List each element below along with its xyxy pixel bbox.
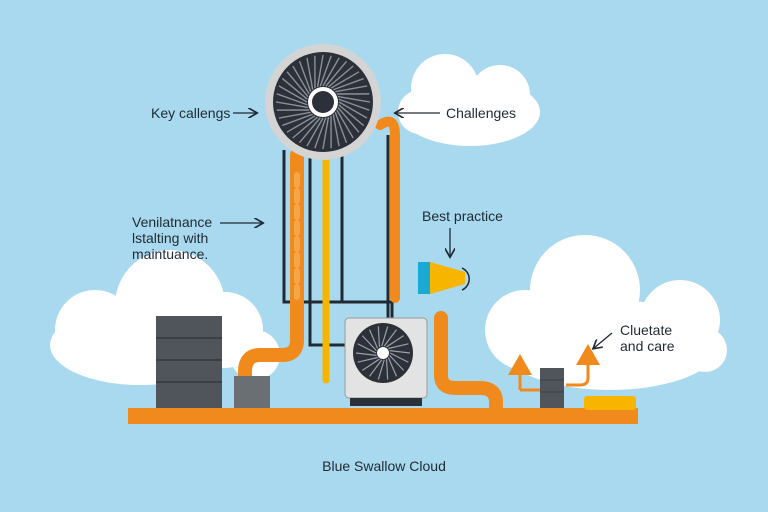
challenges-label: Challenges: [446, 105, 517, 121]
fan-blade: [368, 329, 379, 349]
label-arrows: [220, 113, 613, 348]
fan-blade: [276, 93, 308, 106]
server-cabinet-icon: [156, 316, 222, 408]
fan-blade: [333, 77, 364, 91]
fan-blade: [278, 85, 308, 103]
cloud-right: [485, 235, 727, 390]
fan-blade: [298, 117, 321, 144]
fan-blade: [306, 117, 324, 147]
fan-blade: [328, 65, 354, 88]
fan-blade: [292, 65, 310, 95]
fan-blade: [316, 54, 324, 88]
fan-blade: [334, 112, 348, 143]
fan-blade: [357, 343, 377, 354]
fan-blade: [381, 326, 389, 347]
small-cabinet-icon: [540, 368, 564, 408]
small-box: [234, 376, 270, 408]
fan-blade: [330, 71, 360, 89]
ac-unit-icon: [344, 317, 428, 406]
cone-speaker-icon: [418, 262, 470, 294]
orange-pipes: [238, 116, 503, 415]
fan-blade: [319, 55, 332, 87]
key-challenges-label: Key callengs: [151, 105, 231, 121]
fan-blade: [325, 60, 348, 87]
cloud-top-right: [398, 54, 540, 146]
fan-blade: [337, 95, 371, 103]
fan-blade: [282, 113, 313, 127]
base-platform: [128, 408, 638, 424]
fan-blade: [332, 114, 340, 147]
fan-blade: [385, 359, 389, 380]
fan-blade: [306, 57, 314, 90]
fan-blade: [292, 116, 318, 139]
fan-blade: [335, 85, 368, 93]
fan-blade: [386, 335, 405, 348]
black-pipes: [282, 135, 394, 347]
fan-blade: [337, 107, 360, 133]
fan-icon: [265, 44, 381, 160]
cluetate-label: Cluetate and care: [620, 322, 675, 354]
fan-blade: [286, 71, 309, 97]
fan-blade: [389, 354, 405, 371]
fan-blade: [361, 358, 380, 371]
fan-blade: [322, 57, 340, 87]
fan-blade: [275, 101, 309, 109]
fan-blade: [338, 104, 365, 127]
fan-blade: [377, 326, 381, 347]
fan-blade: [377, 359, 385, 380]
fan-blade: [278, 111, 311, 119]
fan-blade: [355, 352, 377, 356]
fan-blade: [383, 329, 398, 347]
fan-blade: [281, 77, 308, 100]
fan-blade: [357, 356, 378, 363]
fan-blade: [387, 357, 398, 377]
fan-blade: [314, 117, 327, 149]
fan-blade: [322, 116, 330, 150]
fan-blade: [368, 359, 383, 377]
ventilation-label: Venilatnance lstalting with maintuance.: [132, 214, 213, 262]
fan-blade: [361, 335, 377, 352]
fan-blade: [388, 343, 409, 350]
fan-blade: [286, 115, 316, 133]
caption-text: Blue Swallow Cloud: [322, 458, 446, 474]
orange-arrows: [508, 344, 600, 392]
best-practice-label: Best practice: [422, 208, 503, 224]
fan-blade: [389, 352, 409, 363]
yellow-box: [584, 396, 636, 410]
fan-blade: [298, 61, 312, 92]
fan-blade: [338, 98, 370, 111]
fan-blade: [389, 350, 411, 354]
fan-blade: [336, 109, 354, 139]
fan-blade: [338, 101, 368, 119]
